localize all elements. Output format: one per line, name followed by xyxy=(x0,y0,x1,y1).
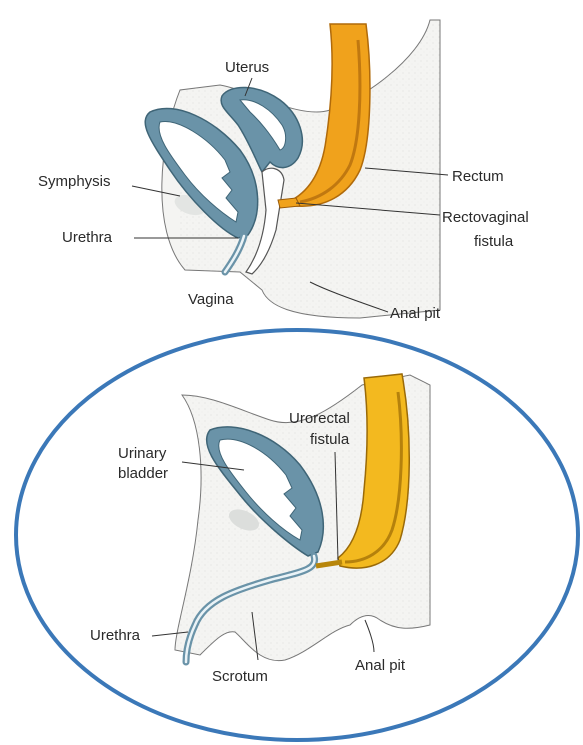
top-label-uterus: Uterus xyxy=(225,59,269,76)
bottom-label-scrotum: Scrotum xyxy=(212,668,268,685)
top-label-vagina: Vagina xyxy=(188,291,234,308)
top-label-anal-pit: Anal pit xyxy=(390,305,441,322)
top-label-rectovaginal-line1: Rectovaginal xyxy=(442,209,529,226)
bottom-label-urorectal-line2: fistula xyxy=(310,431,350,448)
bottom-diagram: Urorectal fistula Urinary bladder Urethr… xyxy=(90,374,435,685)
bottom-label-urorectal-line1: Urorectal xyxy=(289,410,350,427)
bottom-label-bladder-line2: bladder xyxy=(118,465,168,482)
bottom-label-urethra: Urethra xyxy=(90,627,141,644)
top-label-urethra: Urethra xyxy=(62,229,113,246)
top-diagram: Uterus Symphysis Urethra Vagina Rectum R… xyxy=(38,20,529,322)
top-label-symphysis: Symphysis xyxy=(38,173,111,190)
top-label-rectovaginal-line2: fistula xyxy=(474,233,514,250)
top-label-rectum: Rectum xyxy=(452,168,504,185)
bottom-label-anal-pit: Anal pit xyxy=(355,657,406,674)
bottom-anal-pit-leader xyxy=(365,620,374,652)
bottom-label-bladder-line1: Urinary xyxy=(118,445,167,462)
